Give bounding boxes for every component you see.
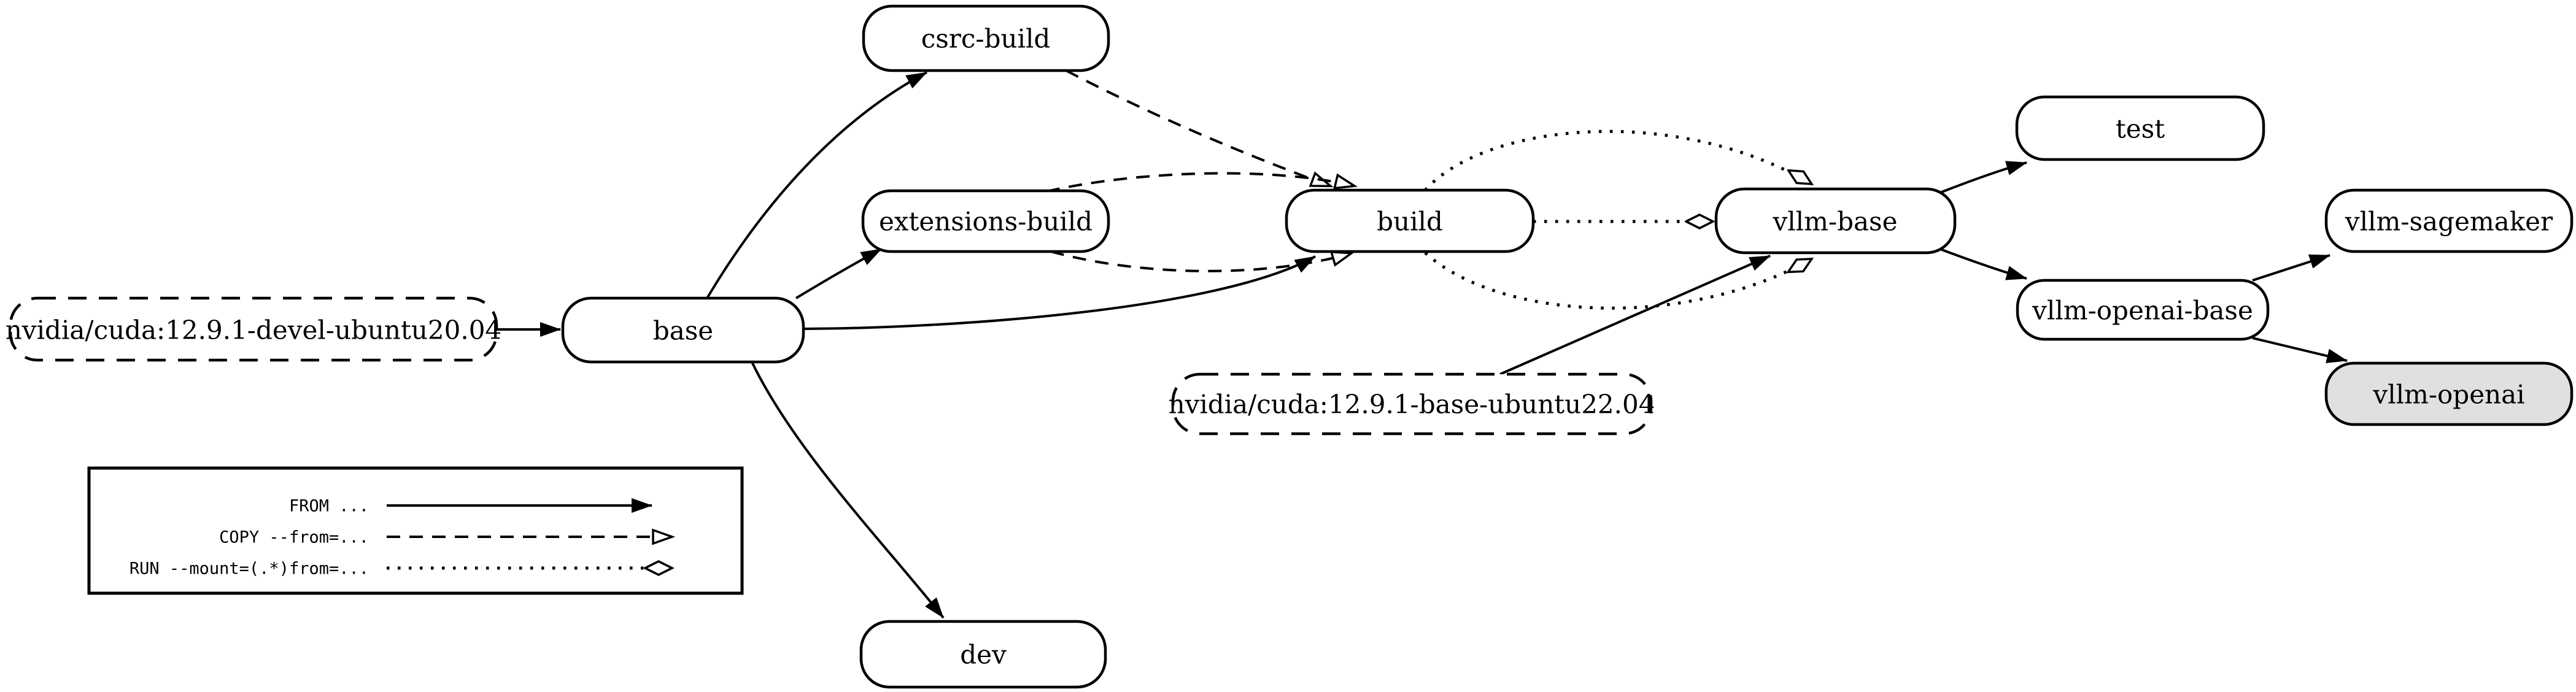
node-csrc-build: csrc-build bbox=[862, 4, 1110, 72]
node-test: test bbox=[2015, 95, 2265, 161]
legend: FROM ... COPY --from=... RUN --mount=(.*… bbox=[87, 466, 744, 595]
edge-extensions-build-to-build-upper bbox=[1046, 172, 1358, 193]
node-build-box bbox=[1285, 188, 1535, 253]
edge-build-to-vllm-base-upper bbox=[1424, 129, 1811, 191]
node-vllm-sagemaker: vllm-sagemaker bbox=[2324, 188, 2574, 253]
node-cuda-base-ubuntu2204-box bbox=[1171, 372, 1653, 436]
node-vllm-openai-base: vllm-openai-base bbox=[2016, 279, 2270, 341]
node-dev-box bbox=[859, 620, 1107, 689]
edges bbox=[497, 69, 2348, 619]
node-base-label: base bbox=[653, 316, 713, 346]
node-cuda-base-ubuntu2204-label: nvidia/cuda:12.9.1-base-ubuntu22.04 bbox=[1169, 390, 1655, 420]
node-base: base bbox=[561, 296, 805, 364]
node-cuda-base-ubuntu2204: nvidia/cuda:12.9.1-base-ubuntu22.04 bbox=[1169, 372, 1655, 436]
node-vllm-openai-base-box bbox=[2016, 279, 2270, 341]
node-vllm-base: vllm-base bbox=[1714, 187, 1957, 255]
node-build-label: build bbox=[1377, 207, 1443, 237]
node-vllm-openai-label: vllm-openai bbox=[2372, 380, 2524, 410]
node-test-label: test bbox=[2116, 114, 2165, 144]
edge-vllm-openai-base-to-vllm-sagemaker bbox=[2252, 254, 2330, 282]
edge-vllm-openai-base-to-vllm-openai bbox=[2252, 337, 2348, 363]
legend-label-copy-from: COPY --from=... bbox=[219, 528, 369, 547]
edge-cuda-base-to-vllm-base bbox=[1499, 255, 1771, 375]
node-extensions-build: extensions-build bbox=[861, 189, 1110, 253]
node-build: build bbox=[1285, 188, 1535, 253]
node-vllm-base-box bbox=[1714, 187, 1957, 255]
node-vllm-base-label: vllm-base bbox=[1773, 207, 1898, 237]
edge-base-to-csrc-build bbox=[706, 71, 927, 299]
node-extensions-build-box bbox=[861, 189, 1110, 253]
node-cuda-devel-ubuntu2004-label: nvidia/cuda:12.9.1-devel-ubuntu20.04 bbox=[6, 315, 501, 345]
legend-box bbox=[87, 466, 744, 595]
edge-base-to-extensions-build bbox=[795, 248, 882, 299]
node-vllm-sagemaker-label: vllm-sagemaker bbox=[2345, 207, 2553, 237]
node-cuda-devel-ubuntu2004: nvidia/cuda:12.9.1-devel-ubuntu20.04 bbox=[6, 296, 501, 362]
node-csrc-build-label: csrc-build bbox=[921, 24, 1051, 54]
nodes: nvidia/cuda:12.9.1-devel-ubuntu20.04 bas… bbox=[6, 4, 2574, 689]
node-vllm-sagemaker-box bbox=[2324, 188, 2574, 253]
node-base-box bbox=[561, 296, 805, 364]
node-dev-label: dev bbox=[960, 640, 1007, 670]
node-vllm-openai-base-label: vllm-openai-base bbox=[2032, 296, 2253, 326]
legend-label-from: FROM ... bbox=[289, 497, 369, 516]
node-vllm-openai: vllm-openai bbox=[2324, 361, 2574, 426]
node-vllm-openai-box bbox=[2324, 361, 2574, 426]
edge-csrc-build-to-build bbox=[1066, 69, 1334, 188]
legend-label-run-mount: RUN --mount=(.*)from=... bbox=[130, 559, 369, 579]
edge-vllm-base-to-test bbox=[1940, 161, 2027, 194]
edge-vllm-base-to-vllm-openai-base bbox=[1940, 248, 2027, 280]
edge-base-to-build bbox=[803, 255, 1316, 330]
node-cuda-devel-ubuntu2004-box bbox=[9, 296, 498, 362]
edge-base-to-dev bbox=[751, 361, 945, 619]
edge-build-to-vllm-base-lower bbox=[1424, 252, 1811, 310]
node-csrc-build-box bbox=[862, 4, 1110, 72]
node-dev: dev bbox=[859, 620, 1107, 689]
node-extensions-build-label: extensions-build bbox=[879, 207, 1093, 237]
node-test-box bbox=[2015, 95, 2265, 161]
